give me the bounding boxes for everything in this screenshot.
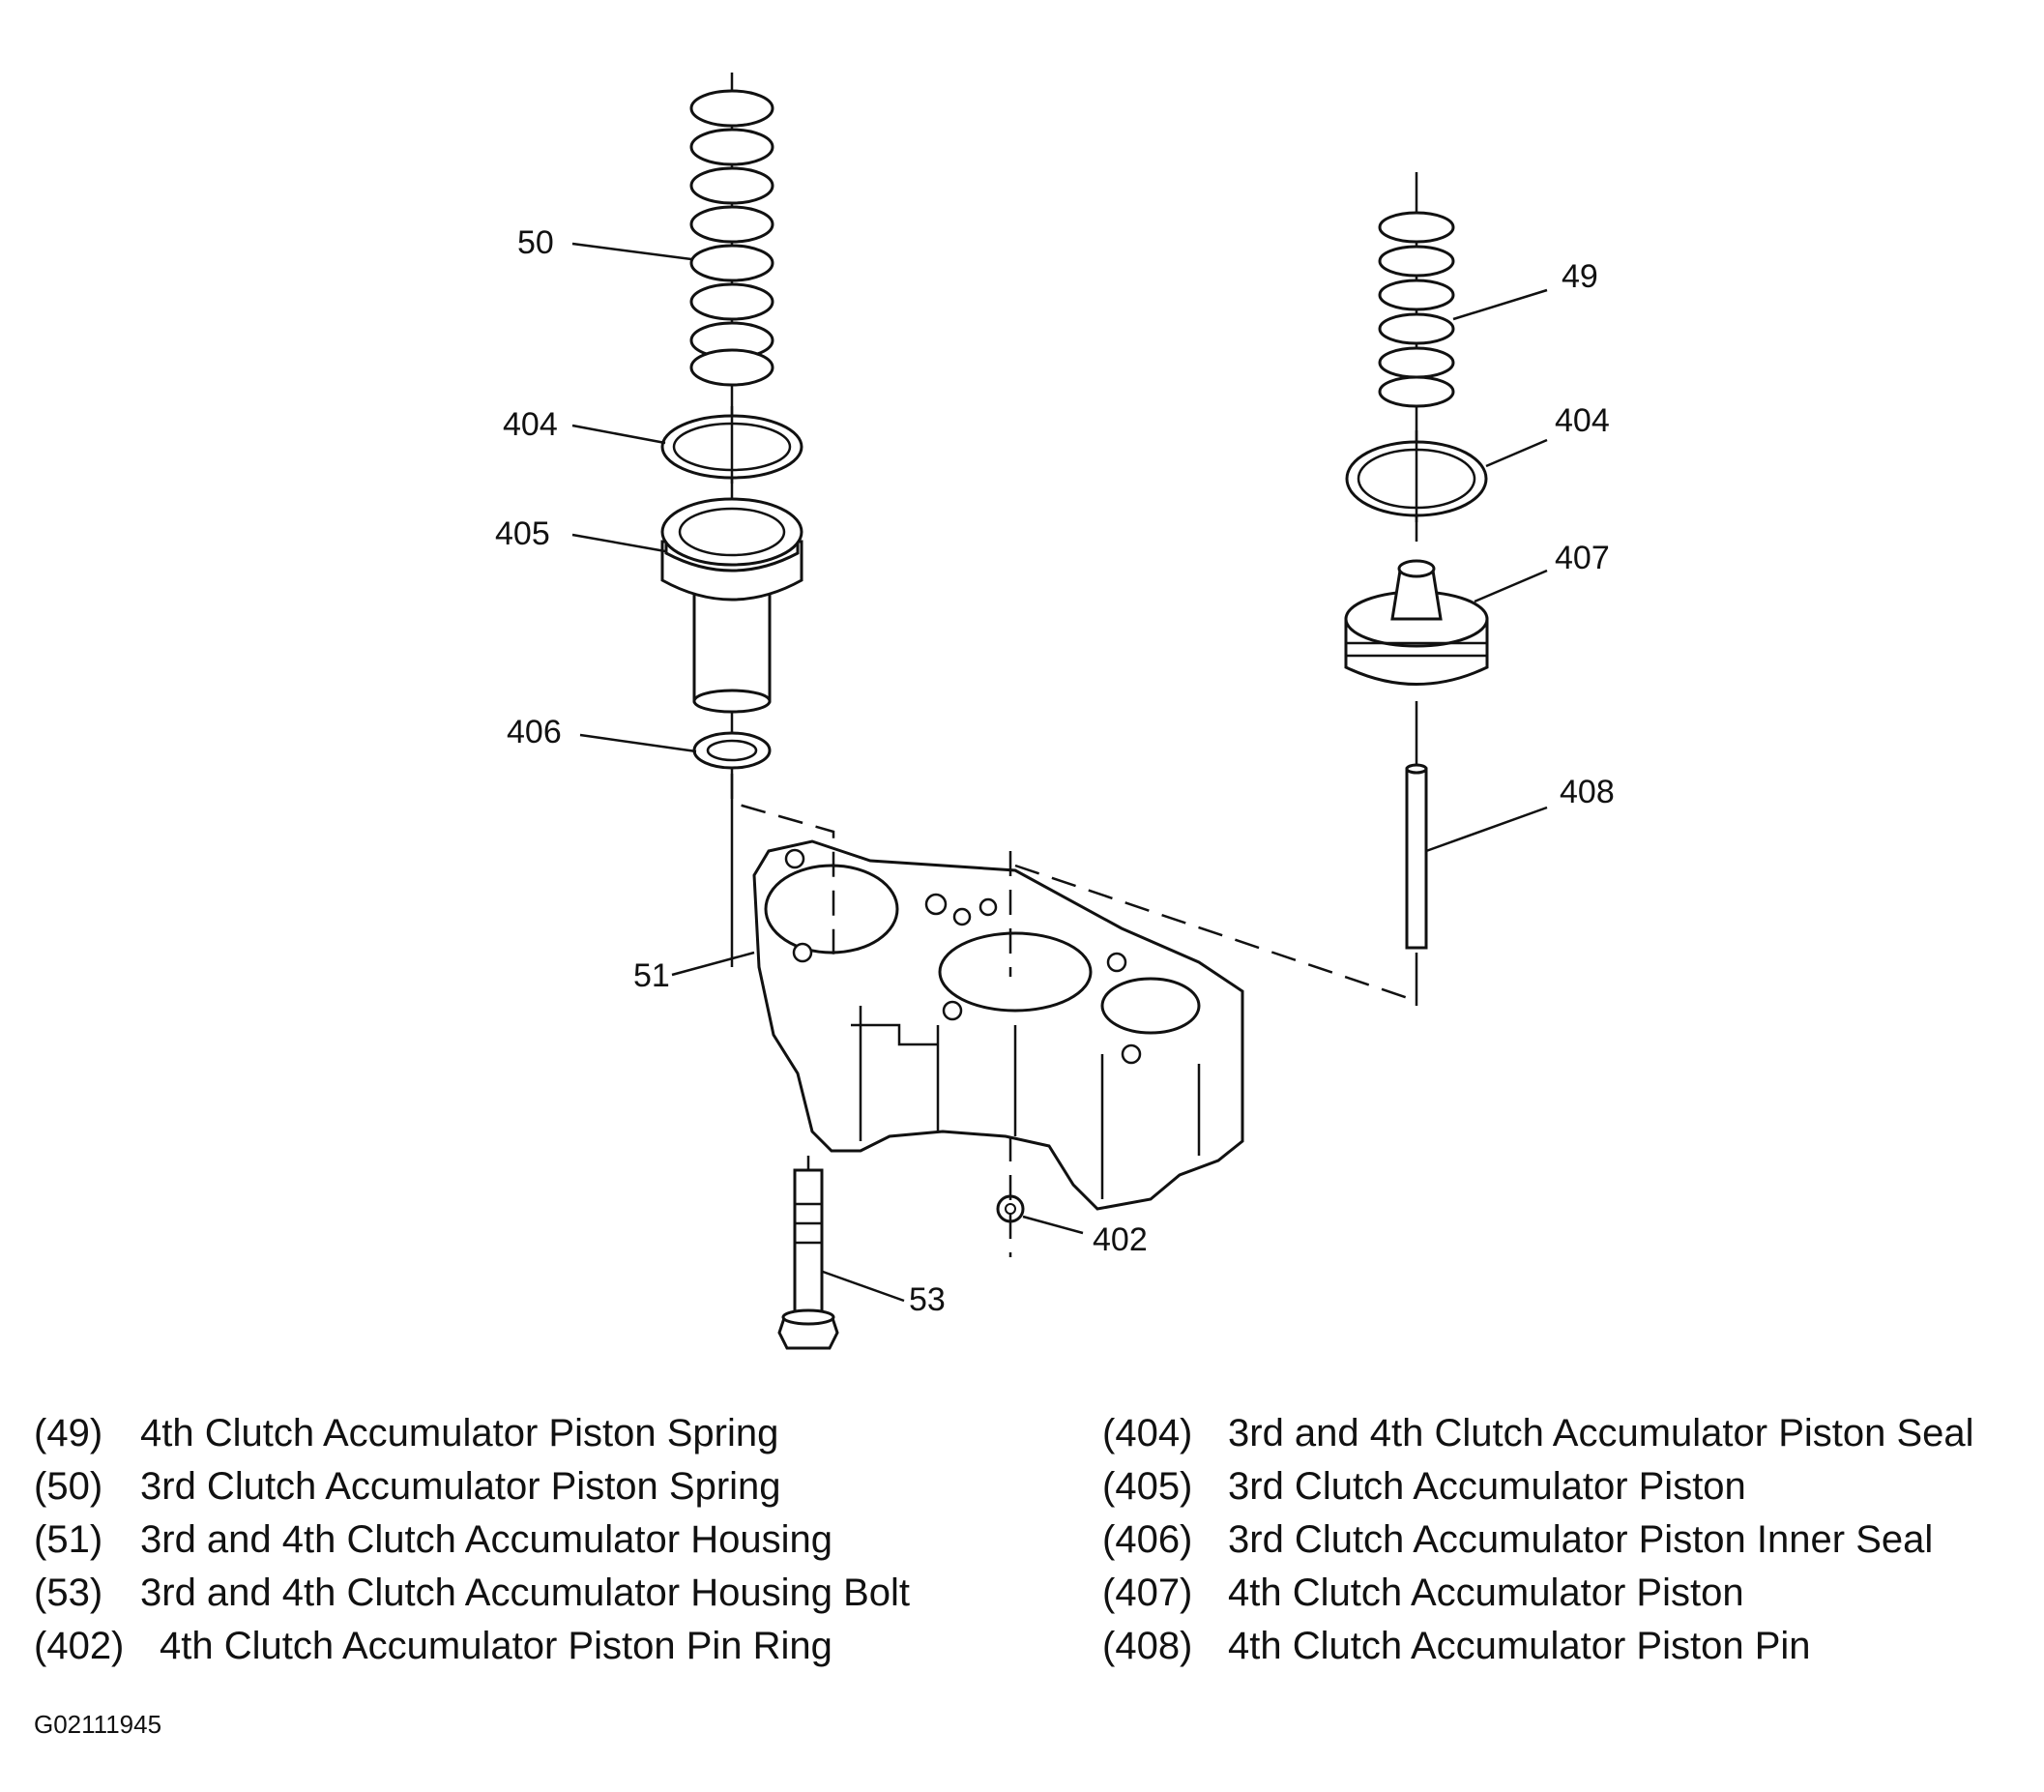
legend-text: 3rd and 4th Clutch Accumulator Housing B… bbox=[140, 1572, 910, 1614]
callout-49: 49 bbox=[1562, 258, 1598, 295]
legend-number: (406) bbox=[1102, 1518, 1193, 1561]
callout-404-left: 404 bbox=[503, 406, 558, 443]
callout-405: 405 bbox=[495, 515, 550, 552]
piston-407 bbox=[1344, 559, 1489, 686]
seal-404-left bbox=[660, 406, 803, 484]
legend-text: 4th Clutch Accumulator Piston Pin bbox=[1228, 1625, 1811, 1667]
legend-text: 3rd and 4th Clutch Accumulator Housing bbox=[140, 1518, 832, 1561]
figure-id: G02111945 bbox=[34, 1710, 162, 1739]
callout-406: 406 bbox=[507, 714, 562, 750]
exploded-parts-diagram: 50 404 405 406 49 404 407 408 51 402 53 bbox=[495, 73, 1615, 1350]
legend-right-column: (404) 3rd and 4th Clutch Accumulator Pis… bbox=[1102, 1407, 1974, 1673]
legend-number: (49) bbox=[34, 1412, 103, 1454]
callout-408: 408 bbox=[1560, 774, 1615, 810]
legend-row: (407) 4th Clutch Accumulator Piston bbox=[1102, 1567, 1974, 1620]
legend-row: (53) 3rd and 4th Clutch Accumulator Hous… bbox=[34, 1567, 910, 1620]
legend-text: 3rd and 4th Clutch Accumulator Piston Se… bbox=[1228, 1412, 1974, 1454]
bolt-53 bbox=[777, 1168, 839, 1350]
legend-row: (402) 4th Clutch Accumulator Piston Pin … bbox=[34, 1620, 910, 1673]
piston-405 bbox=[660, 497, 803, 714]
legend-text: 3rd Clutch Accumulator Piston Inner Seal bbox=[1228, 1518, 1934, 1561]
legend-number: (402) bbox=[34, 1625, 125, 1667]
callout-404-right: 404 bbox=[1555, 402, 1610, 439]
legend-text: 4th Clutch Accumulator Piston Spring bbox=[140, 1412, 779, 1454]
callout-51: 51 bbox=[633, 957, 670, 994]
legend-row: (405) 3rd Clutch Accumulator Piston bbox=[1102, 1460, 1974, 1513]
inner-seal-406 bbox=[692, 731, 772, 770]
legend-text: 4th Clutch Accumulator Piston bbox=[1228, 1572, 1744, 1614]
legend-row: (404) 3rd and 4th Clutch Accumulator Pis… bbox=[1102, 1407, 1974, 1460]
spring-50 bbox=[689, 73, 774, 967]
pin-408 bbox=[1405, 701, 1428, 1006]
legend-number: (407) bbox=[1102, 1572, 1193, 1614]
legend-row: (406) 3rd Clutch Accumulator Piston Inne… bbox=[1102, 1513, 1974, 1567]
legend-number: (408) bbox=[1102, 1625, 1193, 1667]
callout-407: 407 bbox=[1555, 540, 1610, 576]
legend-row: (51) 3rd and 4th Clutch Accumulator Hous… bbox=[34, 1513, 910, 1567]
seal-404-right bbox=[1345, 430, 1488, 522]
alignment-lines bbox=[730, 774, 1417, 1257]
legend-number: (404) bbox=[1102, 1412, 1193, 1454]
housing-51 bbox=[752, 839, 1244, 1211]
leader-lines bbox=[571, 242, 1548, 1303]
legend-row: (408) 4th Clutch Accumulator Piston Pin bbox=[1102, 1620, 1974, 1673]
legend-text: 3rd Clutch Accumulator Piston bbox=[1228, 1465, 1746, 1508]
legend-text: 4th Clutch Accumulator Piston Pin Ring bbox=[160, 1625, 832, 1667]
legend-row: (50) 3rd Clutch Accumulator Piston Sprin… bbox=[34, 1460, 910, 1513]
legend-number: (405) bbox=[1102, 1465, 1193, 1508]
callout-53: 53 bbox=[909, 1281, 946, 1318]
callout-50: 50 bbox=[517, 224, 554, 261]
spring-49 bbox=[1378, 172, 1455, 542]
legend-text: 3rd Clutch Accumulator Piston Spring bbox=[140, 1465, 781, 1508]
legend-row: (49) 4th Clutch Accumulator Piston Sprin… bbox=[34, 1407, 910, 1460]
callout-402: 402 bbox=[1093, 1221, 1148, 1258]
legend-number: (50) bbox=[34, 1465, 103, 1508]
legend-left-column: (49) 4th Clutch Accumulator Piston Sprin… bbox=[34, 1407, 910, 1673]
legend-number: (51) bbox=[34, 1518, 103, 1561]
legend-number: (53) bbox=[34, 1572, 103, 1614]
